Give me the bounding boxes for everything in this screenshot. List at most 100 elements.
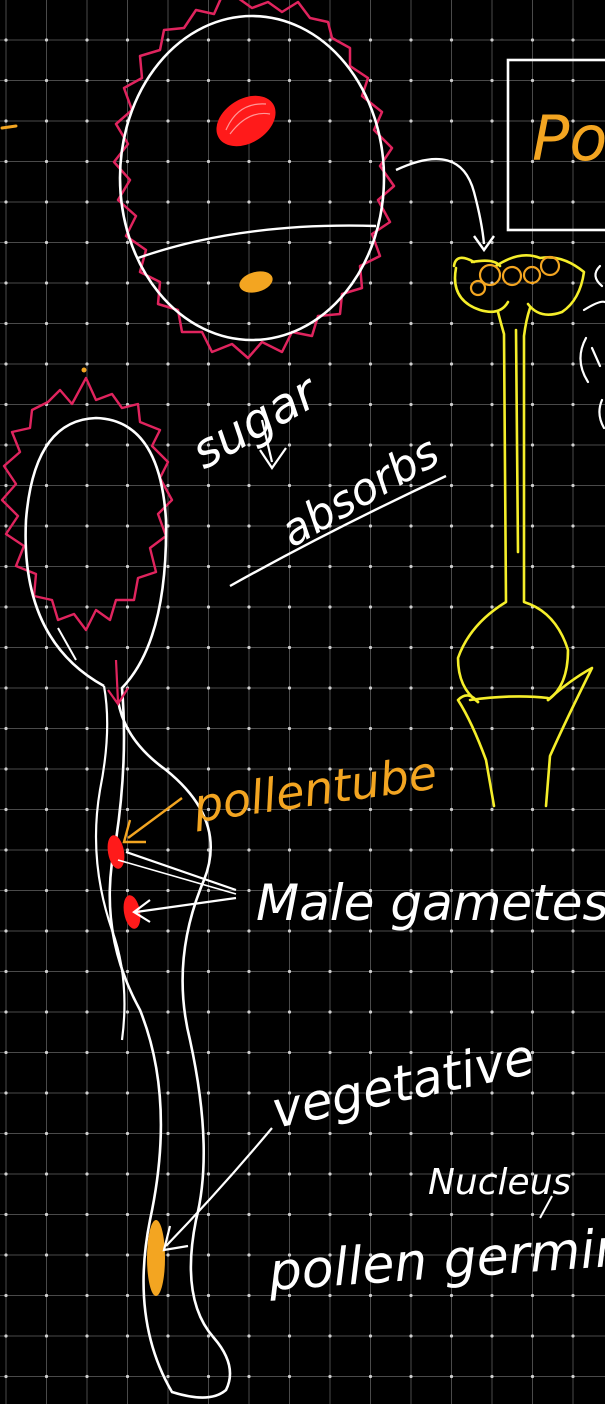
grid-dot [207, 1051, 210, 1054]
grid-dot [288, 565, 291, 568]
grid-dot [328, 281, 331, 284]
grid-dot [571, 808, 574, 811]
grid-dot [369, 1051, 372, 1054]
grid-dot [369, 686, 372, 689]
grid-dot [450, 970, 453, 973]
grid-dot [571, 38, 574, 41]
grid-dot [369, 848, 372, 851]
grid-dot [45, 38, 48, 41]
grid-dot [166, 889, 169, 892]
grid-dot [409, 1213, 412, 1216]
grid-dot [328, 970, 331, 973]
grid-dot [207, 889, 210, 892]
grid-dot [126, 322, 129, 325]
grid-dot [369, 160, 372, 163]
grid-dot [450, 200, 453, 203]
grid-dot [531, 970, 534, 973]
grid-dot [531, 362, 534, 365]
grid-dot [45, 160, 48, 163]
grid-dot [450, 1010, 453, 1013]
grid-dot [571, 241, 574, 244]
grid-dot [571, 565, 574, 568]
grid-dot [328, 322, 331, 325]
grid-dot [247, 1010, 250, 1013]
grid-dot [288, 443, 291, 446]
grid-dot [328, 79, 331, 82]
grid-dot [4, 889, 7, 892]
grid-dot [126, 767, 129, 770]
grid-dot [328, 1375, 331, 1378]
grid-dot [4, 1334, 7, 1337]
grid-dot [409, 808, 412, 811]
grid-dot [288, 1051, 291, 1054]
grid-dot [85, 605, 88, 608]
grid-dot [45, 767, 48, 770]
grid-dot [126, 646, 129, 649]
grid-dot [328, 565, 331, 568]
grid-dot [328, 443, 331, 446]
grid-dot [409, 727, 412, 730]
grid-dot [288, 200, 291, 203]
grid-dot [288, 686, 291, 689]
grid-dot [4, 443, 7, 446]
grid-dot [450, 403, 453, 406]
grid-dot [571, 322, 574, 325]
grid-dot [571, 686, 574, 689]
grid-dot [409, 1172, 412, 1175]
grid-dot [4, 848, 7, 851]
grid-dot [490, 524, 493, 527]
grid-dot [85, 1375, 88, 1378]
grid-dot [490, 808, 493, 811]
grid-dot [571, 1213, 574, 1216]
grid-dot [288, 160, 291, 163]
grid-dot [207, 929, 210, 932]
grid-dot [288, 241, 291, 244]
grid-dot [45, 970, 48, 973]
grid-dot [531, 484, 534, 487]
grid-dot [4, 38, 7, 41]
grid-dot [45, 1051, 48, 1054]
grid-dot [166, 646, 169, 649]
grid-dot [4, 605, 7, 608]
grid-dot [4, 767, 7, 770]
grid-dot [45, 929, 48, 932]
grid-dot [126, 1253, 129, 1256]
grid-dot [409, 1375, 412, 1378]
grid-dot [207, 1334, 210, 1337]
grid-dot [207, 1132, 210, 1135]
grid-dot [450, 808, 453, 811]
grid-dot [450, 767, 453, 770]
grid-dot [531, 79, 534, 82]
grid-dot [126, 1091, 129, 1094]
grid-dot [369, 970, 372, 973]
grid-dot [207, 1253, 210, 1256]
grid-dot [166, 1334, 169, 1337]
grid-dot [369, 565, 372, 568]
grid-dot [247, 160, 250, 163]
grid-dot [207, 484, 210, 487]
grid-dot [85, 1132, 88, 1135]
grid-dot [450, 241, 453, 244]
grid-dot [247, 1132, 250, 1135]
grid-dot [207, 1010, 210, 1013]
grid-dot [85, 767, 88, 770]
grid-dot [85, 808, 88, 811]
grid-dot [247, 1051, 250, 1054]
grid-dot [369, 524, 372, 527]
grid-dot [571, 970, 574, 973]
grid-dot [490, 38, 493, 41]
grid-dot [571, 1375, 574, 1378]
grid-dot [85, 889, 88, 892]
grid-dot [247, 322, 250, 325]
grid-dot [531, 443, 534, 446]
grid-dot [45, 1132, 48, 1135]
grid-dot [85, 443, 88, 446]
grid-dot [247, 524, 250, 527]
grid-dot [369, 1334, 372, 1337]
grid-dot [571, 1010, 574, 1013]
grid-dot [288, 1334, 291, 1337]
grid-dot [531, 200, 534, 203]
grid-dot [247, 686, 250, 689]
grid-dot [4, 322, 7, 325]
grid-dot [45, 646, 48, 649]
